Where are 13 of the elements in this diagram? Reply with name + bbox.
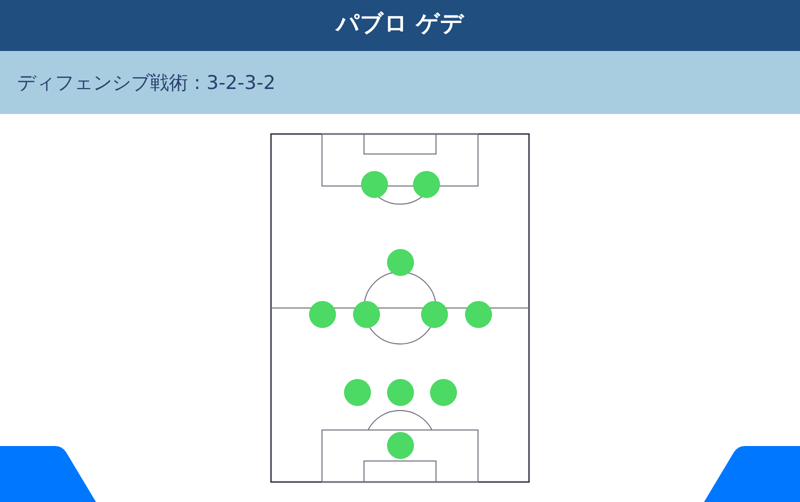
player-dot [344,378,370,406]
title: パブロ ゲデ [334,10,466,39]
player-dot [352,300,380,328]
player-dot [430,378,456,406]
player-dot [386,248,414,276]
tactic-label: ディフェンシブ戦術 : 3-2-3-2 [17,71,276,96]
player-dot [360,170,388,198]
player-dot [308,300,336,328]
player-dot [386,432,414,458]
player-dot [386,378,414,406]
player-dot [420,300,448,328]
player-dot [412,170,440,198]
player-dot [464,300,492,328]
